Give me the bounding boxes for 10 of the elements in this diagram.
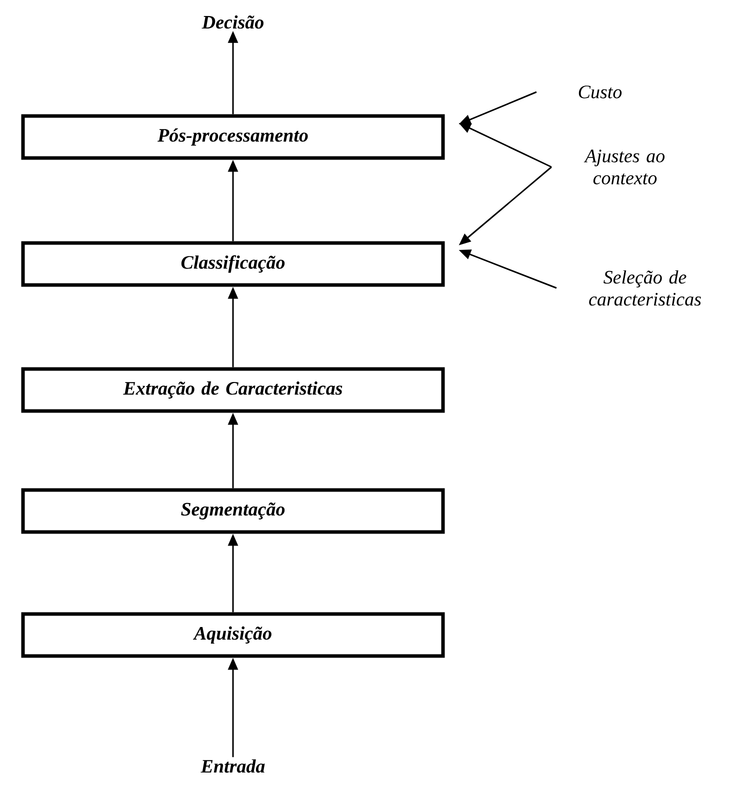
process-box: Pós-processamento xyxy=(21,114,445,160)
flow-label: Entrada xyxy=(200,759,265,773)
process-box: Aquisição xyxy=(21,612,445,658)
process-box: Extração de Caracteristicas xyxy=(21,367,445,413)
process-box: Segmentação xyxy=(21,488,445,534)
annotation-text: Seleção de caracteristicas xyxy=(589,270,701,306)
annotation-text: Custo xyxy=(578,86,622,98)
annotation-text: Ajustes ao contexto xyxy=(584,150,665,184)
process-box: Classificação xyxy=(21,241,445,287)
flow-label: Decisão xyxy=(202,15,264,29)
